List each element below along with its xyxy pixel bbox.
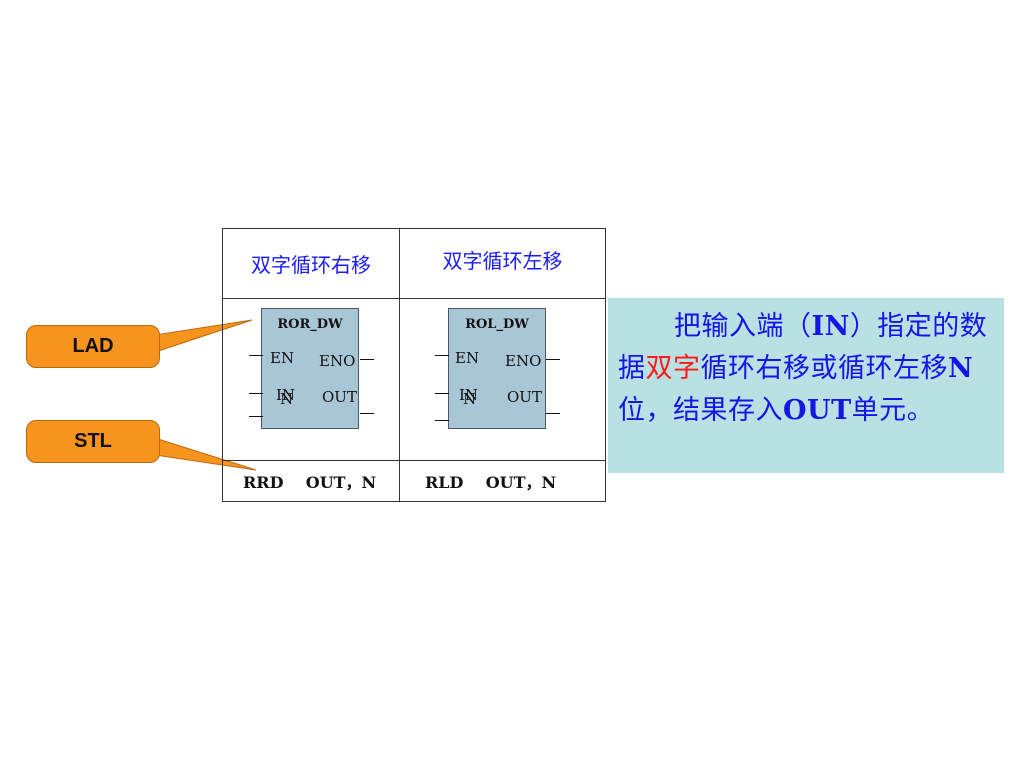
column-divider [399,229,400,501]
rol-in-wire [435,393,449,394]
lad-callout: LAD [26,325,160,368]
rol-n-wire [435,420,449,421]
ror-eno-pin: ENO [319,352,356,370]
instruction-table: 双字循环右移 双字循环左移 ROR_DW EN ENO IN N OUT ROL… [222,228,606,502]
ror-n-pin: N [280,390,294,408]
rol-out-wire [546,413,560,414]
stl-label: STL [74,430,112,452]
desc-text-3: 循环右移或循环左移 [700,353,948,384]
header-divider [223,298,605,299]
desc-out: OUT [783,395,852,426]
desc-text-4: 位，结果存入 [618,395,783,426]
desc-text-1: 把输入端（ [674,311,812,342]
ror-in-pin: IN [276,386,296,404]
desc-text-5: 单元。 [851,395,935,426]
ror-out-wire [360,413,374,414]
header-left-shift: 双字循环左移 [442,249,563,273]
rol-in-pin: IN [459,386,479,404]
rol-dw-title: ROL_DW [465,317,529,332]
ror-out-pin: OUT [322,388,357,406]
lad-label: LAD [72,335,114,357]
ror-eno-wire [360,359,374,360]
rol-eno-pin: ENO [505,352,542,370]
desc-highlight: 双字 [645,353,701,384]
rol-n-pin: N [463,390,477,408]
ror-n-wire [249,416,263,417]
stl-right-instruction: RRD OUT，N [243,473,377,492]
desc-in: IN [811,311,850,342]
ror-dw-block: ROR_DW EN ENO IN N OUT [261,308,359,429]
desc-n: N [948,353,974,384]
desc-text-2: ）指定的数据 [618,311,988,384]
rol-out-pin: OUT [507,388,542,406]
rol-en-wire [435,355,449,356]
ror-in-wire [249,393,263,394]
ror-dw-title: ROR_DW [277,317,343,332]
ror-en-pin: EN [270,349,295,367]
rol-eno-wire [546,359,560,360]
ror-en-wire [249,355,263,356]
stl-callout: STL [26,420,160,463]
header-right-shift: 双字循环右移 [251,253,371,277]
stl-left-instruction: RLD OUT，N [425,473,557,492]
rol-en-pin: EN [455,349,480,367]
stl-divider [223,460,605,461]
rol-dw-block: ROL_DW EN ENO IN N OUT [448,308,546,429]
description-panel: 把输入端（IN）指定的数据双字循环右移或循环左移N 位，结果存入OUT单元。 [608,298,1004,473]
